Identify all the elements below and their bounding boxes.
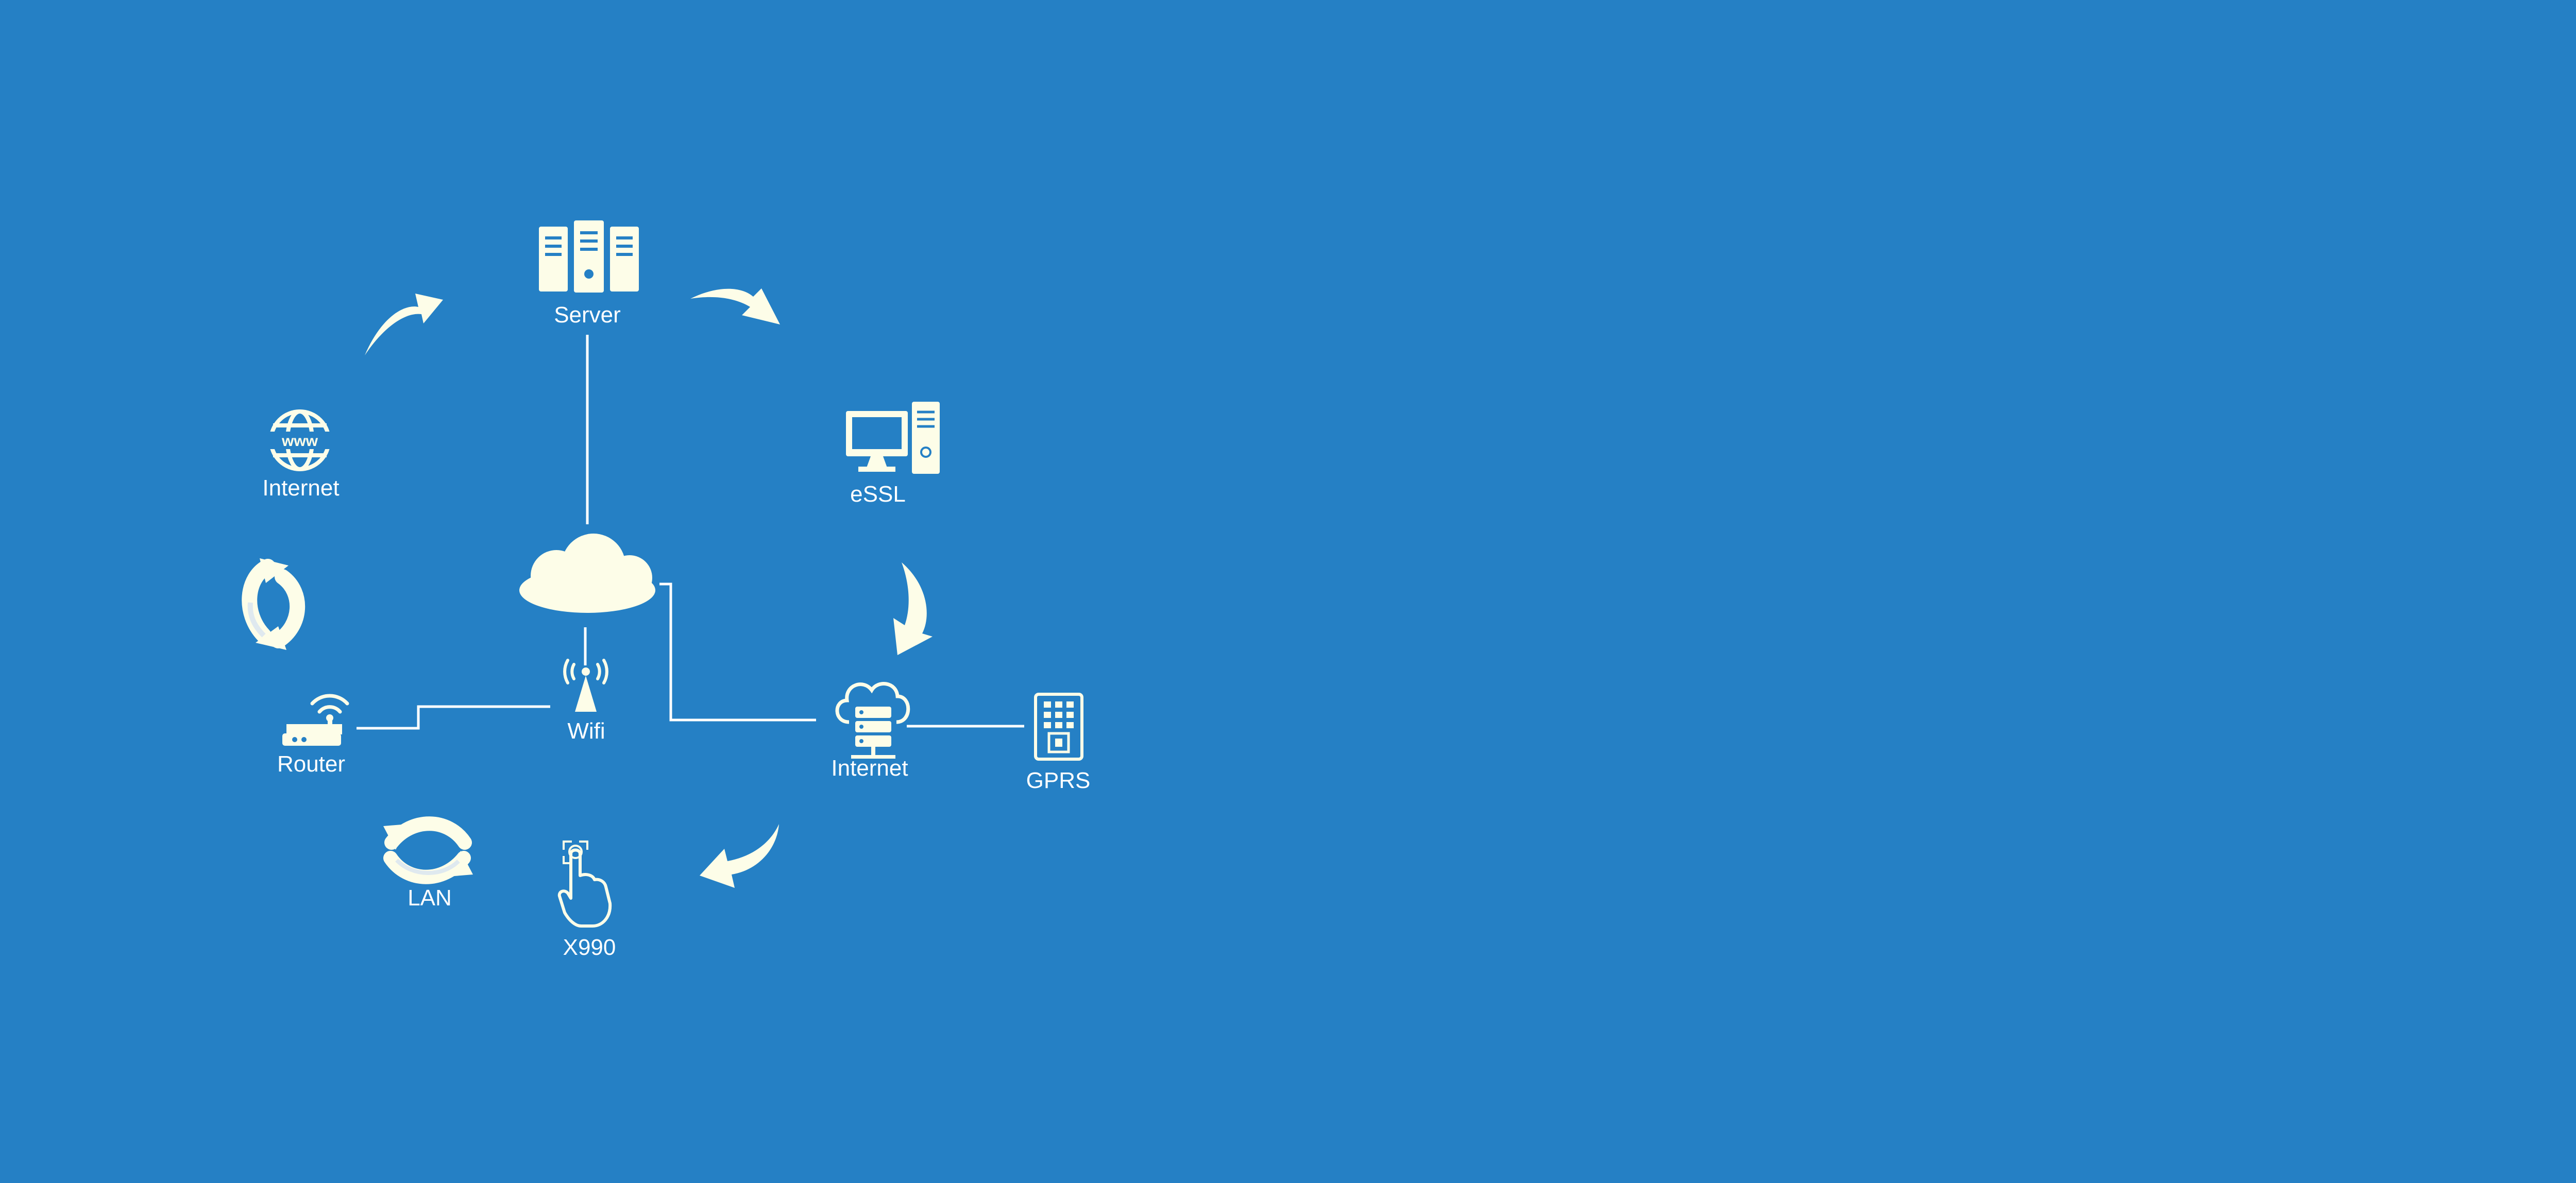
internet-cloud-server-node: Internet xyxy=(831,682,910,781)
fingerprint-touch-icon xyxy=(557,841,612,928)
sync-arrows-icon xyxy=(383,816,473,884)
internet-cloud-label: Internet xyxy=(831,756,908,781)
server-label: Server xyxy=(554,302,621,328)
essl-node: eSSL xyxy=(846,402,940,507)
essl-label: eSSL xyxy=(850,482,906,507)
internet-globe-node: www Internet xyxy=(262,409,340,501)
arrow-to-server xyxy=(365,294,443,355)
cloud-icon xyxy=(519,534,655,613)
wifi-node: Wifi xyxy=(563,659,608,744)
lan-node: LAN xyxy=(383,816,473,911)
router-node: Router xyxy=(277,694,349,777)
server-rack-slots xyxy=(545,231,633,256)
gprs-label: GPRS xyxy=(1026,768,1091,793)
arrow-to-internet xyxy=(893,562,933,655)
x990-node: X990 xyxy=(557,841,616,960)
server-node: Server xyxy=(539,220,639,328)
keypad-device-icon xyxy=(1034,693,1083,761)
cloud-server-icon xyxy=(835,682,910,759)
lan-label: LAN xyxy=(408,885,452,911)
wifi-router-line xyxy=(357,705,550,730)
gprs-node: GPRS xyxy=(1026,693,1091,793)
wifi-label: Wifi xyxy=(567,718,605,744)
connection-lines xyxy=(357,335,1024,730)
internet-globe-label: Internet xyxy=(262,475,339,501)
wifi-antenna-icon xyxy=(563,659,608,684)
x990-label: X990 xyxy=(563,935,616,960)
router-label: Router xyxy=(277,751,345,777)
flow-arrows xyxy=(365,288,933,888)
cloud-internet-line xyxy=(659,582,816,722)
router-icon xyxy=(286,724,342,734)
desktop-computer-icon xyxy=(846,402,940,474)
sync-left-icon xyxy=(242,558,305,650)
arrow-to-x990 xyxy=(700,824,779,888)
globe-www-text: www xyxy=(281,433,318,450)
router-waves-icon xyxy=(310,694,349,714)
arrow-to-essl xyxy=(690,288,780,324)
server-rack-icon xyxy=(539,220,639,293)
